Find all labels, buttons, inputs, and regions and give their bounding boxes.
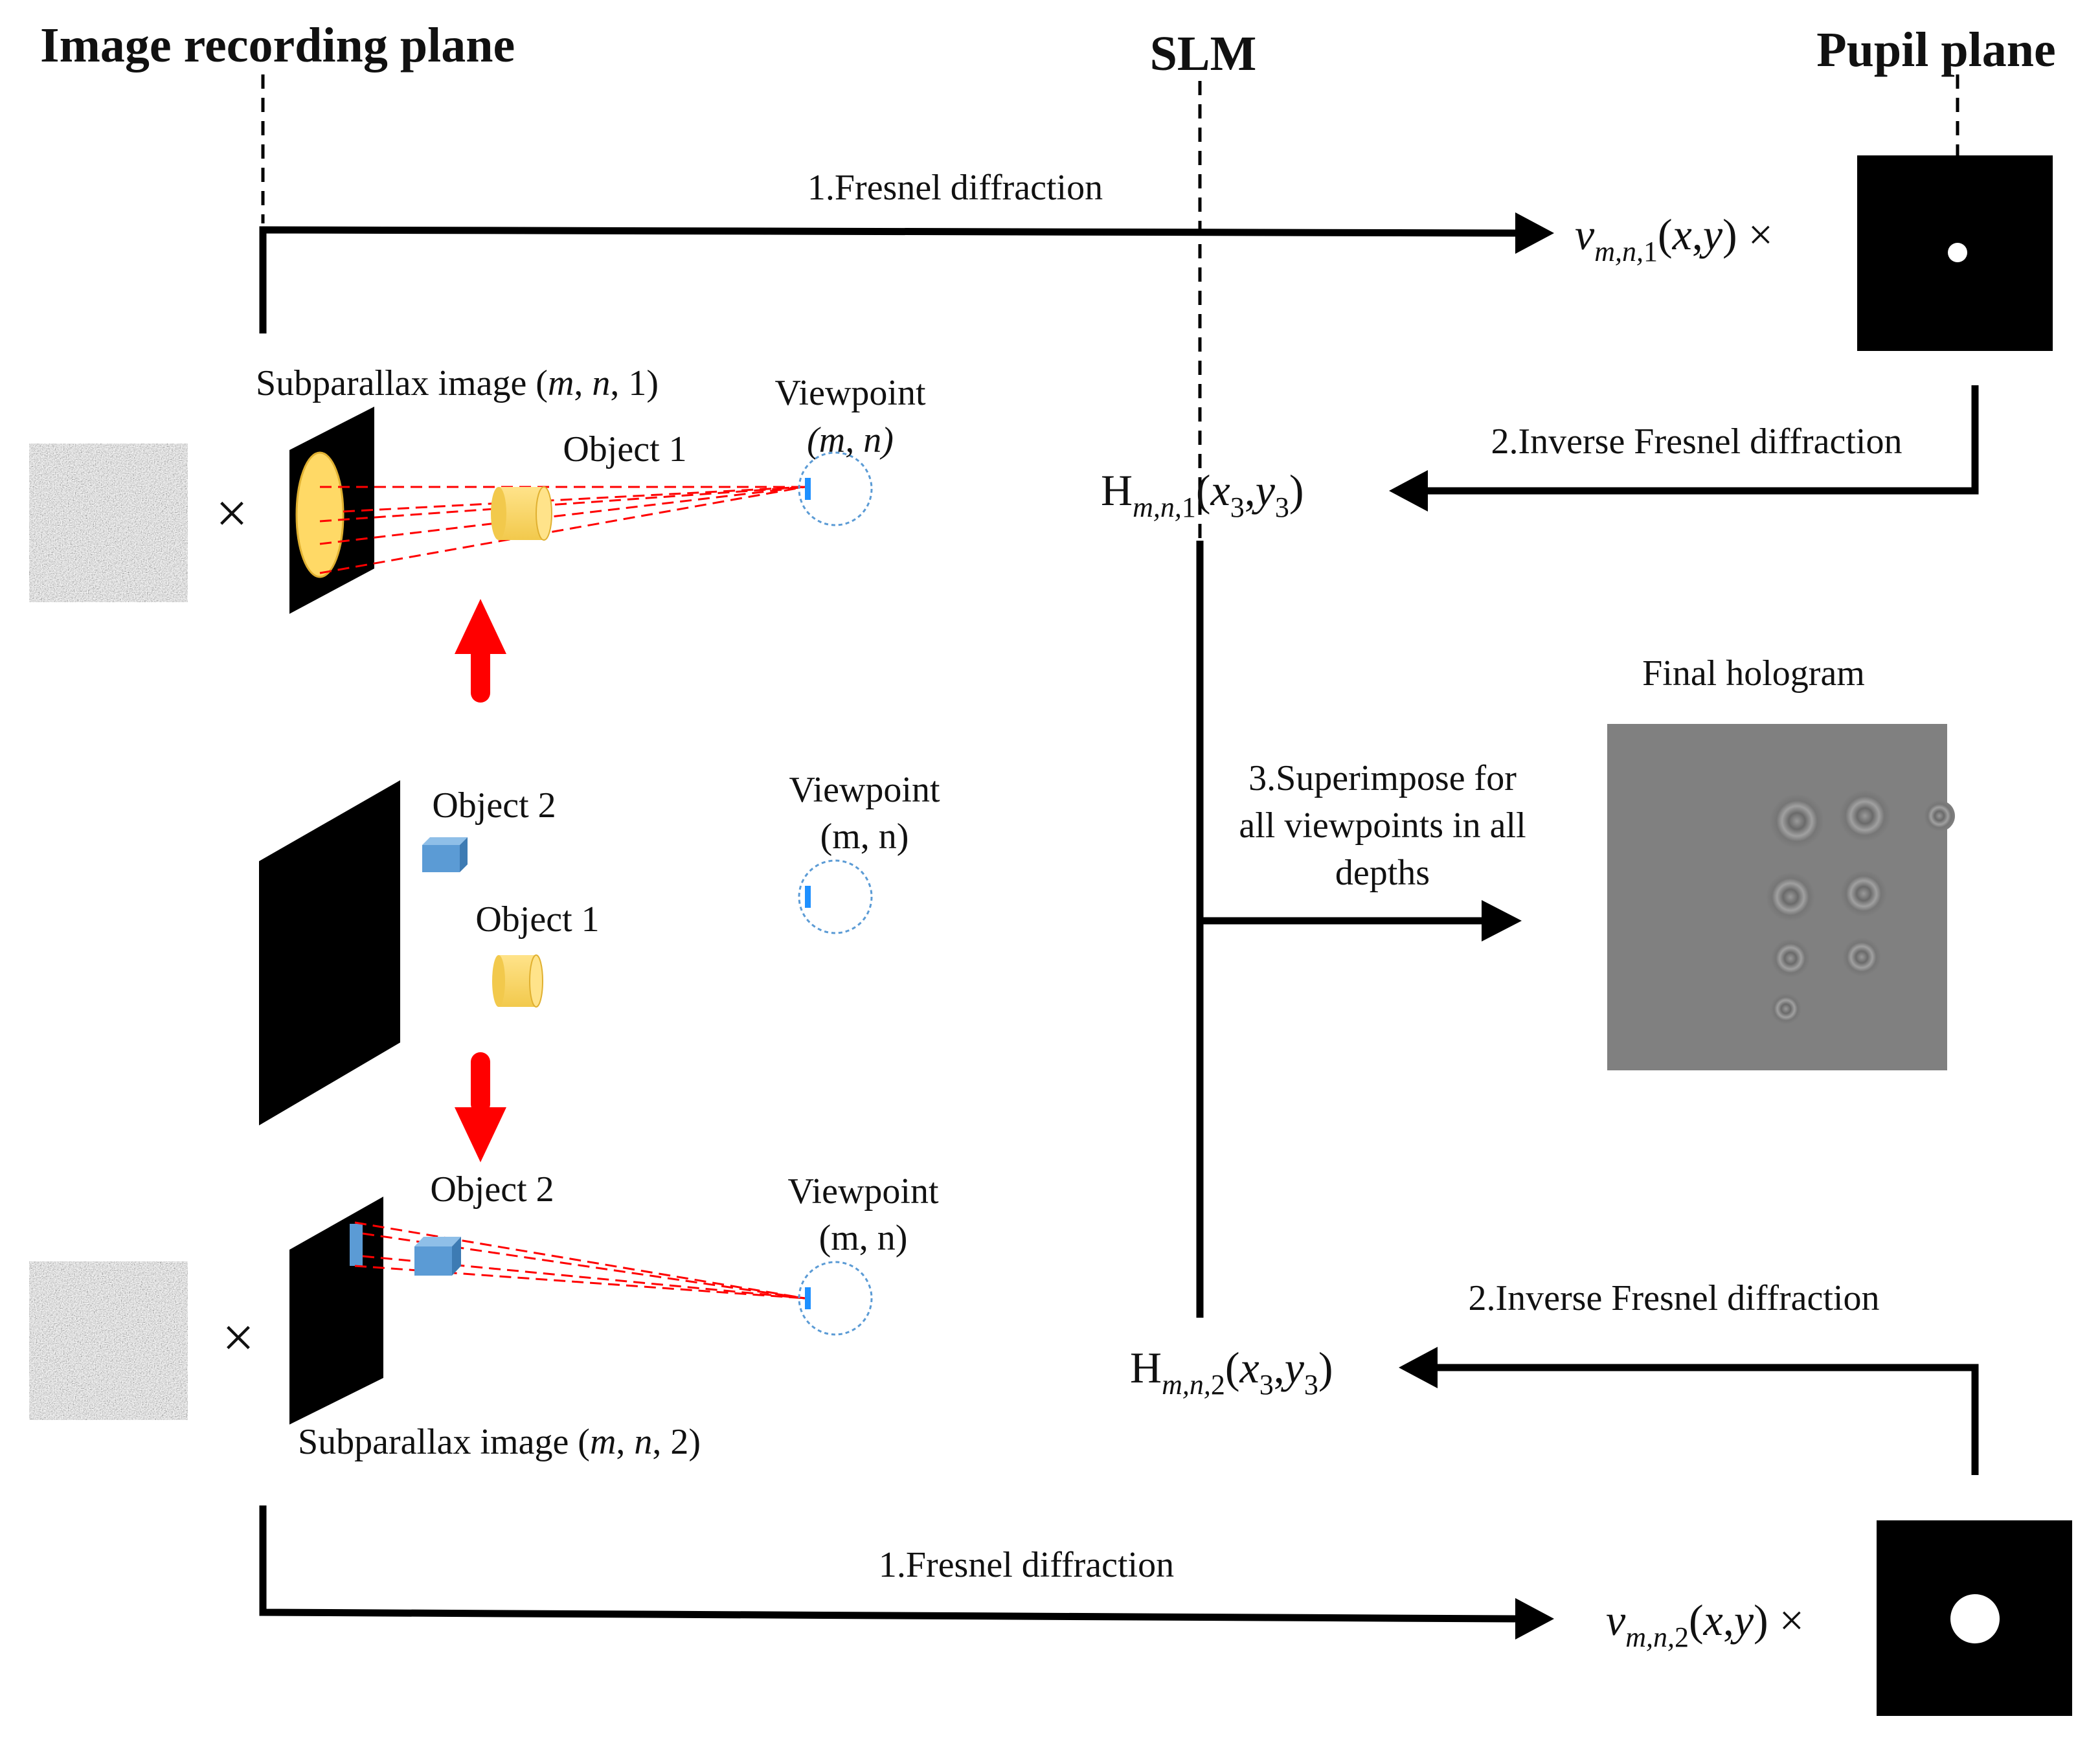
inverse-fresnel-bottom-line xyxy=(1438,1364,1979,1475)
multiply-symbol-bottom: × xyxy=(222,1307,254,1369)
fresnel-label-bottom: 1.Fresnel diffraction xyxy=(879,1545,1174,1585)
viewpoint-label-top: Viewpoint xyxy=(774,373,925,413)
v1-equation: vm,n,1(x,y) × xyxy=(1575,210,1773,267)
inverse-fresnel-label-top: 2.Inverse Fresnel diffraction xyxy=(1491,422,1902,462)
image-recording-plane-title: Image recording plane xyxy=(40,18,515,73)
pupil-aperture-large xyxy=(1950,1594,2000,1643)
red-arrow-down xyxy=(455,1052,506,1162)
fresnel-label-top: 1.Fresnel diffraction xyxy=(807,168,1103,208)
viewpoint-eye-mid xyxy=(798,859,873,934)
object2-projection xyxy=(350,1224,363,1266)
viewpoint-coord-mid: (m, n) xyxy=(820,817,909,857)
subparallax-label-top: Subparallax image (m, n, 1) xyxy=(256,363,659,403)
object1-cylinder-mid xyxy=(492,954,543,1008)
inverse-fresnel-top-head xyxy=(1389,470,1428,512)
h1-equation: Hm,n,1(x3,y3) xyxy=(1101,466,1304,523)
object2-cube-mid xyxy=(422,837,468,872)
object1-label-mid: Object 1 xyxy=(475,899,599,940)
red-arrow-up xyxy=(455,599,506,703)
superimpose-label-line1: 3.Superimpose for xyxy=(1248,758,1517,798)
final-hologram-image xyxy=(1607,724,1955,1070)
viewpoint-pupil-mid xyxy=(805,886,811,908)
object2-label-bottom: Object 2 xyxy=(430,1169,554,1210)
viewpoint-coord-top: (m, n) xyxy=(807,420,894,460)
superimpose-label-line2: all viewpoints in all xyxy=(1239,806,1526,846)
object1-label-top: Object 1 xyxy=(563,429,686,469)
subparallax-plane-bottom xyxy=(289,1197,383,1425)
ray-lines-top xyxy=(319,486,806,574)
viewpoint-label-bottom: Viewpoint xyxy=(787,1171,938,1212)
multiply-symbol-top: × xyxy=(216,482,248,545)
inverse-fresnel-label-bottom: 2.Inverse Fresnel diffraction xyxy=(1469,1278,1880,1318)
slm-title: SLM xyxy=(1150,27,1257,81)
object2-label-mid: Object 2 xyxy=(432,785,556,826)
viewpoint-pupil-bottom xyxy=(805,1287,811,1309)
viewpoint-pupil-top xyxy=(805,478,811,500)
random-phase-mask-top xyxy=(29,444,188,602)
image-plane-middle xyxy=(259,780,400,1125)
inverse-fresnel-top-line xyxy=(1428,385,1979,495)
superimpose-label-line3: depths xyxy=(1335,853,1430,893)
superimpose-arrow-head xyxy=(1482,900,1522,941)
fresnel-arrow-top-head xyxy=(1515,212,1554,254)
viewpoint-eye-top xyxy=(798,451,873,526)
h2-equation: Hm,n,2(x3,y3) xyxy=(1130,1343,1333,1401)
v2-equation: vm,n,2(x,y) × xyxy=(1606,1595,1804,1653)
final-hologram-label: Final hologram xyxy=(1642,653,1865,693)
fresnel-arrow-bottom-head xyxy=(1515,1598,1554,1640)
subparallax-label-bottom: Subparallax image (m, n, 2) xyxy=(298,1422,701,1462)
random-phase-mask-bottom xyxy=(29,1261,188,1420)
inverse-fresnel-bottom-head xyxy=(1399,1347,1438,1388)
viewpoint-eye-bottom xyxy=(798,1261,873,1336)
fresnel-arrow-top-line xyxy=(259,226,1516,333)
pupil-plane-title: Pupil plane xyxy=(1816,23,2056,77)
object1-projection xyxy=(295,451,344,578)
object1-cylinder-top xyxy=(491,486,552,541)
viewpoint-label-mid: Viewpoint xyxy=(789,770,940,810)
object2-cube-bottom xyxy=(414,1237,461,1276)
fresnel-arrow-bottom-line xyxy=(259,1505,1516,1623)
pupil-aperture-small xyxy=(1948,243,1967,262)
viewpoint-coord-bottom: (m, n) xyxy=(819,1218,908,1258)
